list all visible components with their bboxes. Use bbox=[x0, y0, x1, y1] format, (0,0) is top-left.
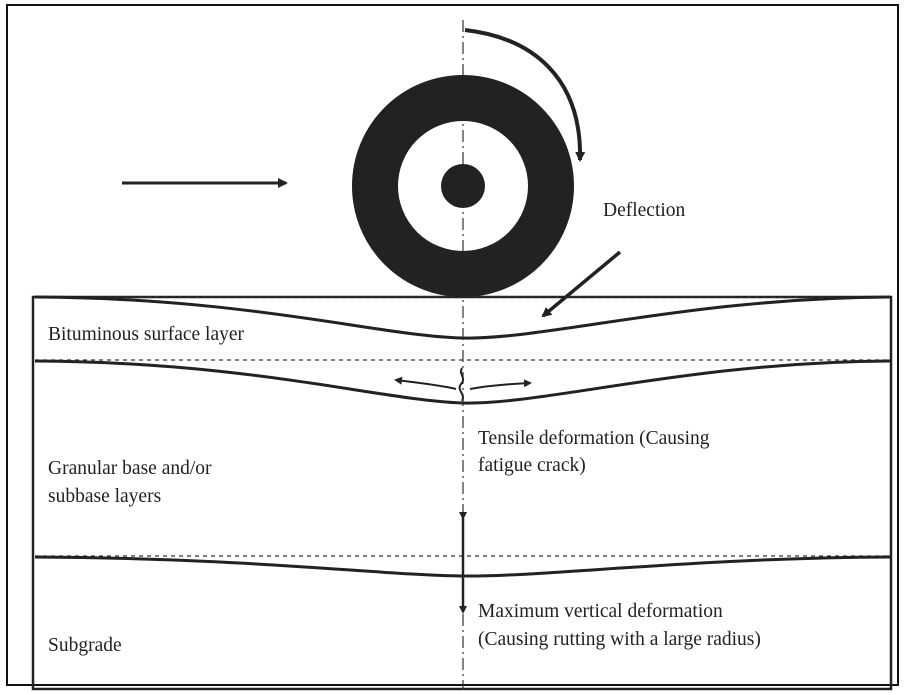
rotation-arrow bbox=[464, 28, 586, 162]
deflection-label: Deflection bbox=[603, 200, 686, 221]
base-layer-label-line2: subbase layers bbox=[48, 486, 162, 507]
surface-layer-label: Bituminous surface layer bbox=[48, 324, 245, 345]
subgrade-label: Subgrade bbox=[48, 635, 122, 656]
pavement-box bbox=[31, 295, 893, 691]
fatigue-crack-mark bbox=[458, 367, 465, 402]
tensile-arrow-right bbox=[469, 379, 532, 390]
base-layer-label-line1: Granular base and/or bbox=[48, 458, 212, 479]
deflected-base-top-curve bbox=[34, 359, 891, 405]
wheel-hub bbox=[441, 164, 485, 208]
tensile-deformation-label-line1: Tensile deformation (Causing bbox=[478, 428, 710, 449]
figure-frame bbox=[6, 4, 899, 686]
deflected-surface-curve bbox=[34, 295, 891, 340]
deflection-pointer-arrow bbox=[541, 250, 622, 318]
tensile-deformation-label-line2: fatigue crack) bbox=[478, 455, 586, 476]
wheel-tire bbox=[352, 75, 574, 297]
vertical-deformation-label-line2: (Causing rutting with a large radius) bbox=[478, 629, 761, 650]
vertical-deformation-label-line1: Maximum vertical deformation bbox=[478, 601, 723, 622]
tensile-arrow-left bbox=[394, 376, 457, 390]
